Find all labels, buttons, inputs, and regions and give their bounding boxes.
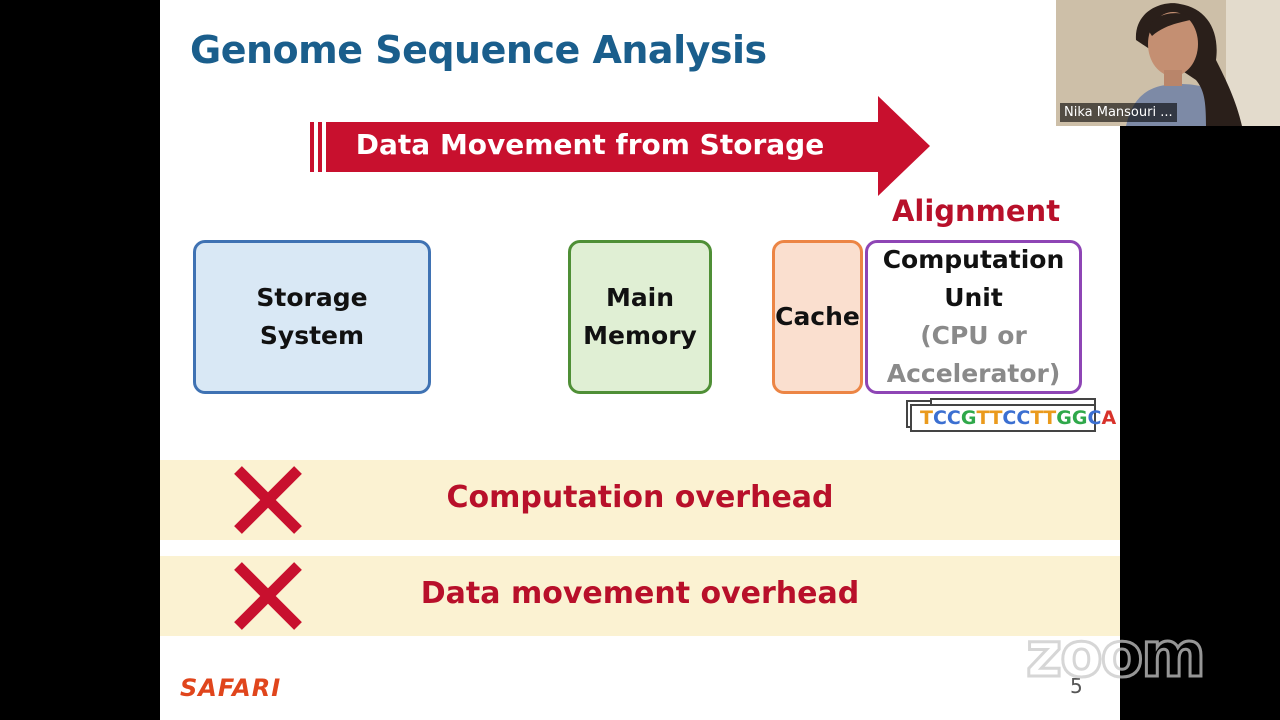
nucleotide-letter: C [1016,407,1031,429]
overhead-row: Computation overhead [160,460,1120,540]
cache-box: Cache [772,240,863,394]
alignment-label: Alignment [891,194,1061,228]
zoom-watermark: zoom [1025,617,1208,693]
nucleotide-letter: G [1071,407,1088,429]
overhead-label: Computation overhead [446,480,834,515]
nucleotide-letter: A [1101,407,1117,429]
nucleotide-letter: C [932,407,947,429]
nucleotide-letter: T [1030,407,1044,429]
arrow-label: Data Movement from Storage [355,128,825,161]
cu-line2: Unit [944,283,1003,312]
storage-system-box: Storage System [193,240,431,394]
cu-line1: Computation [882,245,1065,274]
presentation-slide: Genome Sequence Analysis Data Movement f… [160,0,1120,720]
nucleotide-letter: T [920,407,933,429]
memory-line2: Memory [583,321,697,350]
nucleotide-letter: C [1087,407,1102,429]
nucleotide-letter: T [989,407,1003,429]
main-memory-box: Main Memory [568,240,712,394]
overhead-row: Data movement overhead [160,556,1120,636]
cu-line4: Accelerator) [886,359,1061,388]
overhead-label: Data movement overhead [420,576,860,611]
cu-line3: (CPU or [920,321,1027,350]
x-mark-icon [234,466,302,534]
cache-label: Cache [775,302,860,331]
nucleotide-letter: G [960,407,977,429]
slide-title: Genome Sequence Analysis [190,28,767,72]
data-movement-arrow [310,96,930,196]
page-number: 5 [1070,674,1083,698]
x-mark-icon [234,562,302,630]
memory-line1: Main [605,283,675,312]
nucleotide-letter: C [1002,407,1017,429]
participant-avatar [1056,0,1280,126]
participant-video-tile[interactable]: Nika Mansouri ... [1056,0,1280,126]
safari-logo: SAFARI [180,674,282,702]
storage-line2: System [259,321,365,350]
nucleotide-letter: T [976,407,990,429]
nucleotide-letter: G [1056,407,1072,429]
nucleotide-letter: C [946,407,961,429]
nucleotide-letter: T [1043,407,1057,429]
storage-line1: Storage [256,283,368,312]
computation-unit-box: Computation Unit (CPU or Accelerator) [865,240,1082,394]
participant-name: Nika Mansouri ... [1060,103,1177,122]
